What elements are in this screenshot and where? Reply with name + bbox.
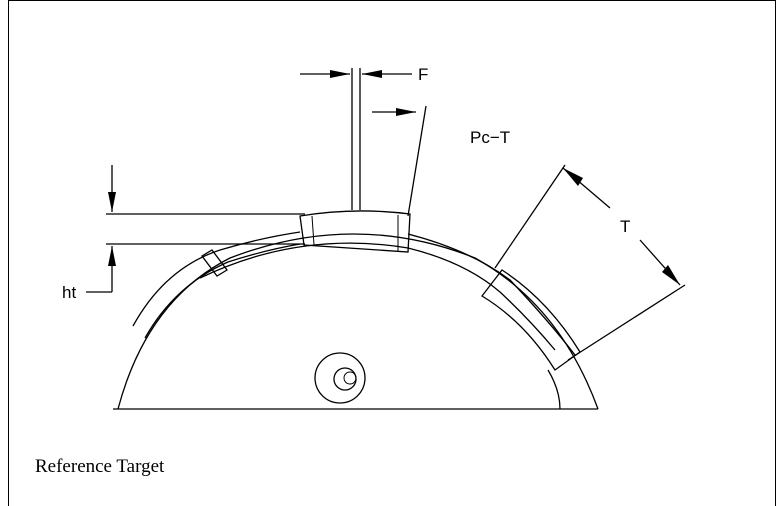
pct-label: Pc−T	[470, 128, 510, 147]
figure-frame	[8, 0, 776, 506]
ht-arrow-upper	[108, 192, 116, 212]
ring-outer-right	[407, 233, 576, 356]
f-arrow-right	[362, 70, 382, 78]
t-arrow-upper	[563, 168, 583, 186]
hub-bore	[343, 371, 357, 385]
outer-arc	[117, 233, 599, 410]
ring-outer-left	[132, 231, 301, 327]
inner-arc-right	[547, 369, 561, 410]
t-extension-upper	[494, 164, 566, 269]
pct-extension	[407, 105, 427, 217]
t-label: T	[620, 217, 630, 236]
tooth-top-inner-left	[311, 215, 315, 246]
figure-caption: Reference Target	[35, 456, 165, 477]
tooth-top	[299, 210, 411, 253]
tooth-left	[201, 249, 228, 277]
ring-inner-right	[407, 247, 556, 351]
t-arrow-lower	[662, 265, 680, 285]
ht-arrow-lower	[108, 246, 116, 266]
hub-inner	[333, 367, 357, 391]
ht-label: ht	[62, 283, 76, 302]
pct-arrow	[396, 108, 416, 116]
hub-outer	[314, 352, 366, 404]
f-arrow-left	[330, 70, 350, 78]
t-extension-lower	[567, 284, 686, 361]
f-label: F	[418, 65, 428, 84]
ring-inner-left	[144, 243, 301, 339]
tooth-right	[481, 269, 581, 371]
